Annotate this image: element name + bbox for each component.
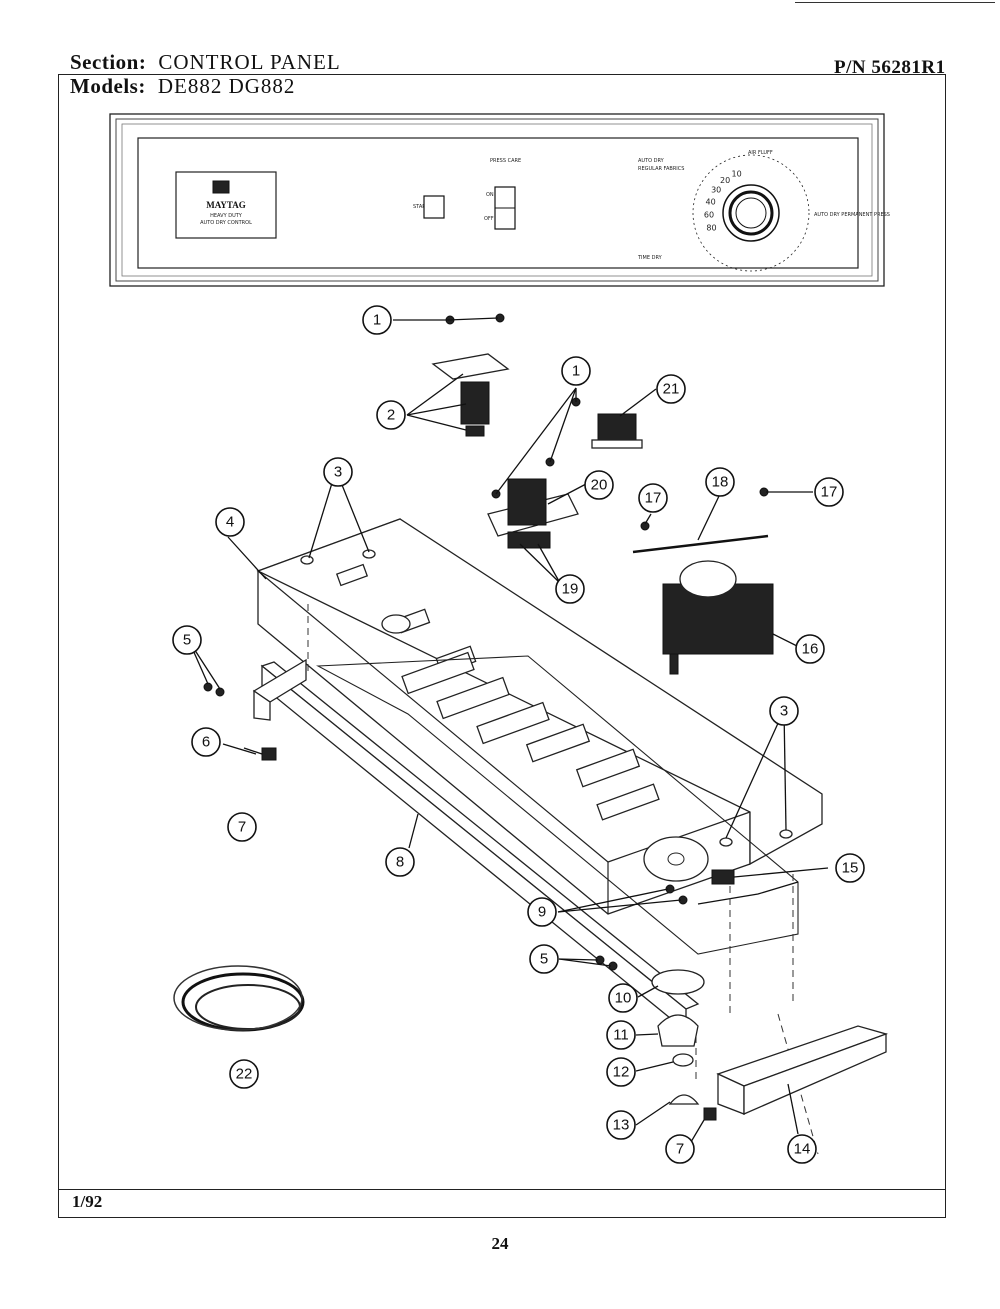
svg-text:11: 11 (613, 1027, 629, 1044)
callout-5b: 5 (529, 944, 559, 974)
press-care-label: PRESS CARE (490, 158, 521, 164)
revision-date: 1/92 (72, 1192, 103, 1211)
svg-text:21: 21 (663, 381, 680, 398)
dial-mark-10: 10 (732, 170, 742, 179)
footer-rule (58, 1189, 946, 1190)
dial-mark-40: 40 (706, 197, 716, 206)
time-dry-label: TIME DRY (637, 255, 663, 261)
air-fluff-label: AIR FLUFF (748, 150, 773, 156)
callout-9: 9 (527, 897, 557, 927)
callout-14: 14 (787, 1134, 817, 1164)
svg-text:7: 7 (676, 1141, 684, 1158)
dial-mark-30: 30 (711, 186, 721, 195)
callout-18: 18 (705, 467, 735, 497)
callout-5a: 5 (172, 625, 202, 655)
svg-text:1: 1 (572, 363, 580, 380)
callout-7b: 7 (665, 1134, 695, 1164)
models-heading: Models: DE882 DG882 (70, 74, 295, 99)
callout-16: 16 (795, 634, 825, 664)
models-label: Models: (70, 74, 146, 98)
svg-text:2: 2 (387, 407, 395, 424)
svg-text:17: 17 (645, 490, 662, 507)
svg-text:20: 20 (591, 477, 608, 494)
dial-mark-80: 80 (706, 223, 716, 232)
callout-8: 8 (385, 847, 415, 877)
svg-text:1: 1 (373, 312, 381, 329)
callout-2: 2 (376, 400, 406, 430)
diagram-frame (58, 74, 946, 1218)
dial-mark-60: 60 (704, 211, 714, 220)
svg-text:3: 3 (780, 703, 788, 720)
section-value: CONTROL PANEL (158, 50, 341, 74)
brand-sub2: AUTO DRY CONTROL (200, 220, 252, 226)
permanent-press-label: AUTO DRY PERMANENT PRESS (814, 212, 890, 218)
svg-text:18: 18 (712, 474, 729, 491)
auto-dry-label: AUTO DRY (638, 158, 665, 164)
callout-13: 13 (606, 1110, 636, 1140)
callout-20: 20 (584, 470, 614, 500)
svg-text:9: 9 (538, 904, 546, 921)
svg-text:3: 3 (334, 464, 342, 481)
svg-text:8: 8 (396, 854, 404, 871)
page-number: 24 (491, 1234, 509, 1253)
callout-6: 6 (191, 727, 221, 757)
callout-19: 19 (555, 574, 585, 604)
callout-1a: 1 (362, 305, 392, 335)
on-label: ON (486, 192, 494, 198)
svg-text:10: 10 (615, 990, 632, 1007)
svg-text:6: 6 (202, 734, 210, 751)
start-button-graphic (423, 195, 445, 219)
svg-text:15: 15 (842, 860, 859, 877)
svg-text:22: 22 (236, 1066, 253, 1083)
callout-21: 21 (656, 374, 686, 404)
maytag-logo-icon (212, 180, 230, 194)
start-label: START (413, 204, 429, 210)
callout-1b: 1 (561, 356, 591, 386)
off-label: OFF (484, 216, 494, 222)
callout-11: 11 (606, 1020, 636, 1050)
brand-sub1: HEAVY DUTY (210, 213, 243, 219)
section-label: Section: (70, 50, 147, 74)
dial-mark-20: 20 (720, 176, 730, 185)
control-panel-chassis (252, 518, 889, 1155)
svg-text:16: 16 (802, 641, 819, 658)
svg-text:4: 4 (226, 514, 234, 531)
svg-text:7: 7 (238, 819, 246, 836)
models-value: DE882 DG882 (157, 74, 296, 98)
section-heading: Section: CONTROL PANEL (70, 50, 341, 75)
callout-22: 22 (229, 1059, 259, 1089)
svg-text:19: 19 (562, 581, 579, 598)
console-panel-illustration: MAYTAG HEAVY DUTY AUTO DRY CONTROL START… (109, 113, 890, 287)
svg-text:14: 14 (794, 1141, 811, 1158)
top-rule (795, 2, 995, 3)
regular-fabrics-label: REGULAR FABRICS (638, 166, 684, 172)
svg-text:5: 5 (540, 951, 548, 968)
callout-17a: 17 (638, 483, 668, 513)
callout-12: 12 (606, 1057, 636, 1087)
svg-text:12: 12 (613, 1064, 630, 1081)
callout-10: 10 (608, 983, 638, 1013)
brand-name: MAYTAG (206, 200, 246, 210)
callout-3a: 3 (323, 457, 353, 487)
part-number: P/N 56281R1 (834, 57, 946, 78)
callout-4: 4 (215, 507, 245, 537)
exploded-parts-diagram: MAYTAG HEAVY DUTY AUTO DRY CONTROL START… (109, 113, 890, 1164)
svg-text:5: 5 (183, 632, 191, 649)
small-parts (173, 313, 793, 1121)
leader-lines (188, 317, 829, 1148)
callout-7a: 7 (227, 812, 257, 842)
callout-15: 15 (835, 853, 865, 883)
svg-text:13: 13 (613, 1117, 630, 1134)
callout-3b: 3 (769, 696, 799, 726)
svg-text:17: 17 (821, 484, 838, 501)
callout-17b: 17 (814, 477, 844, 507)
